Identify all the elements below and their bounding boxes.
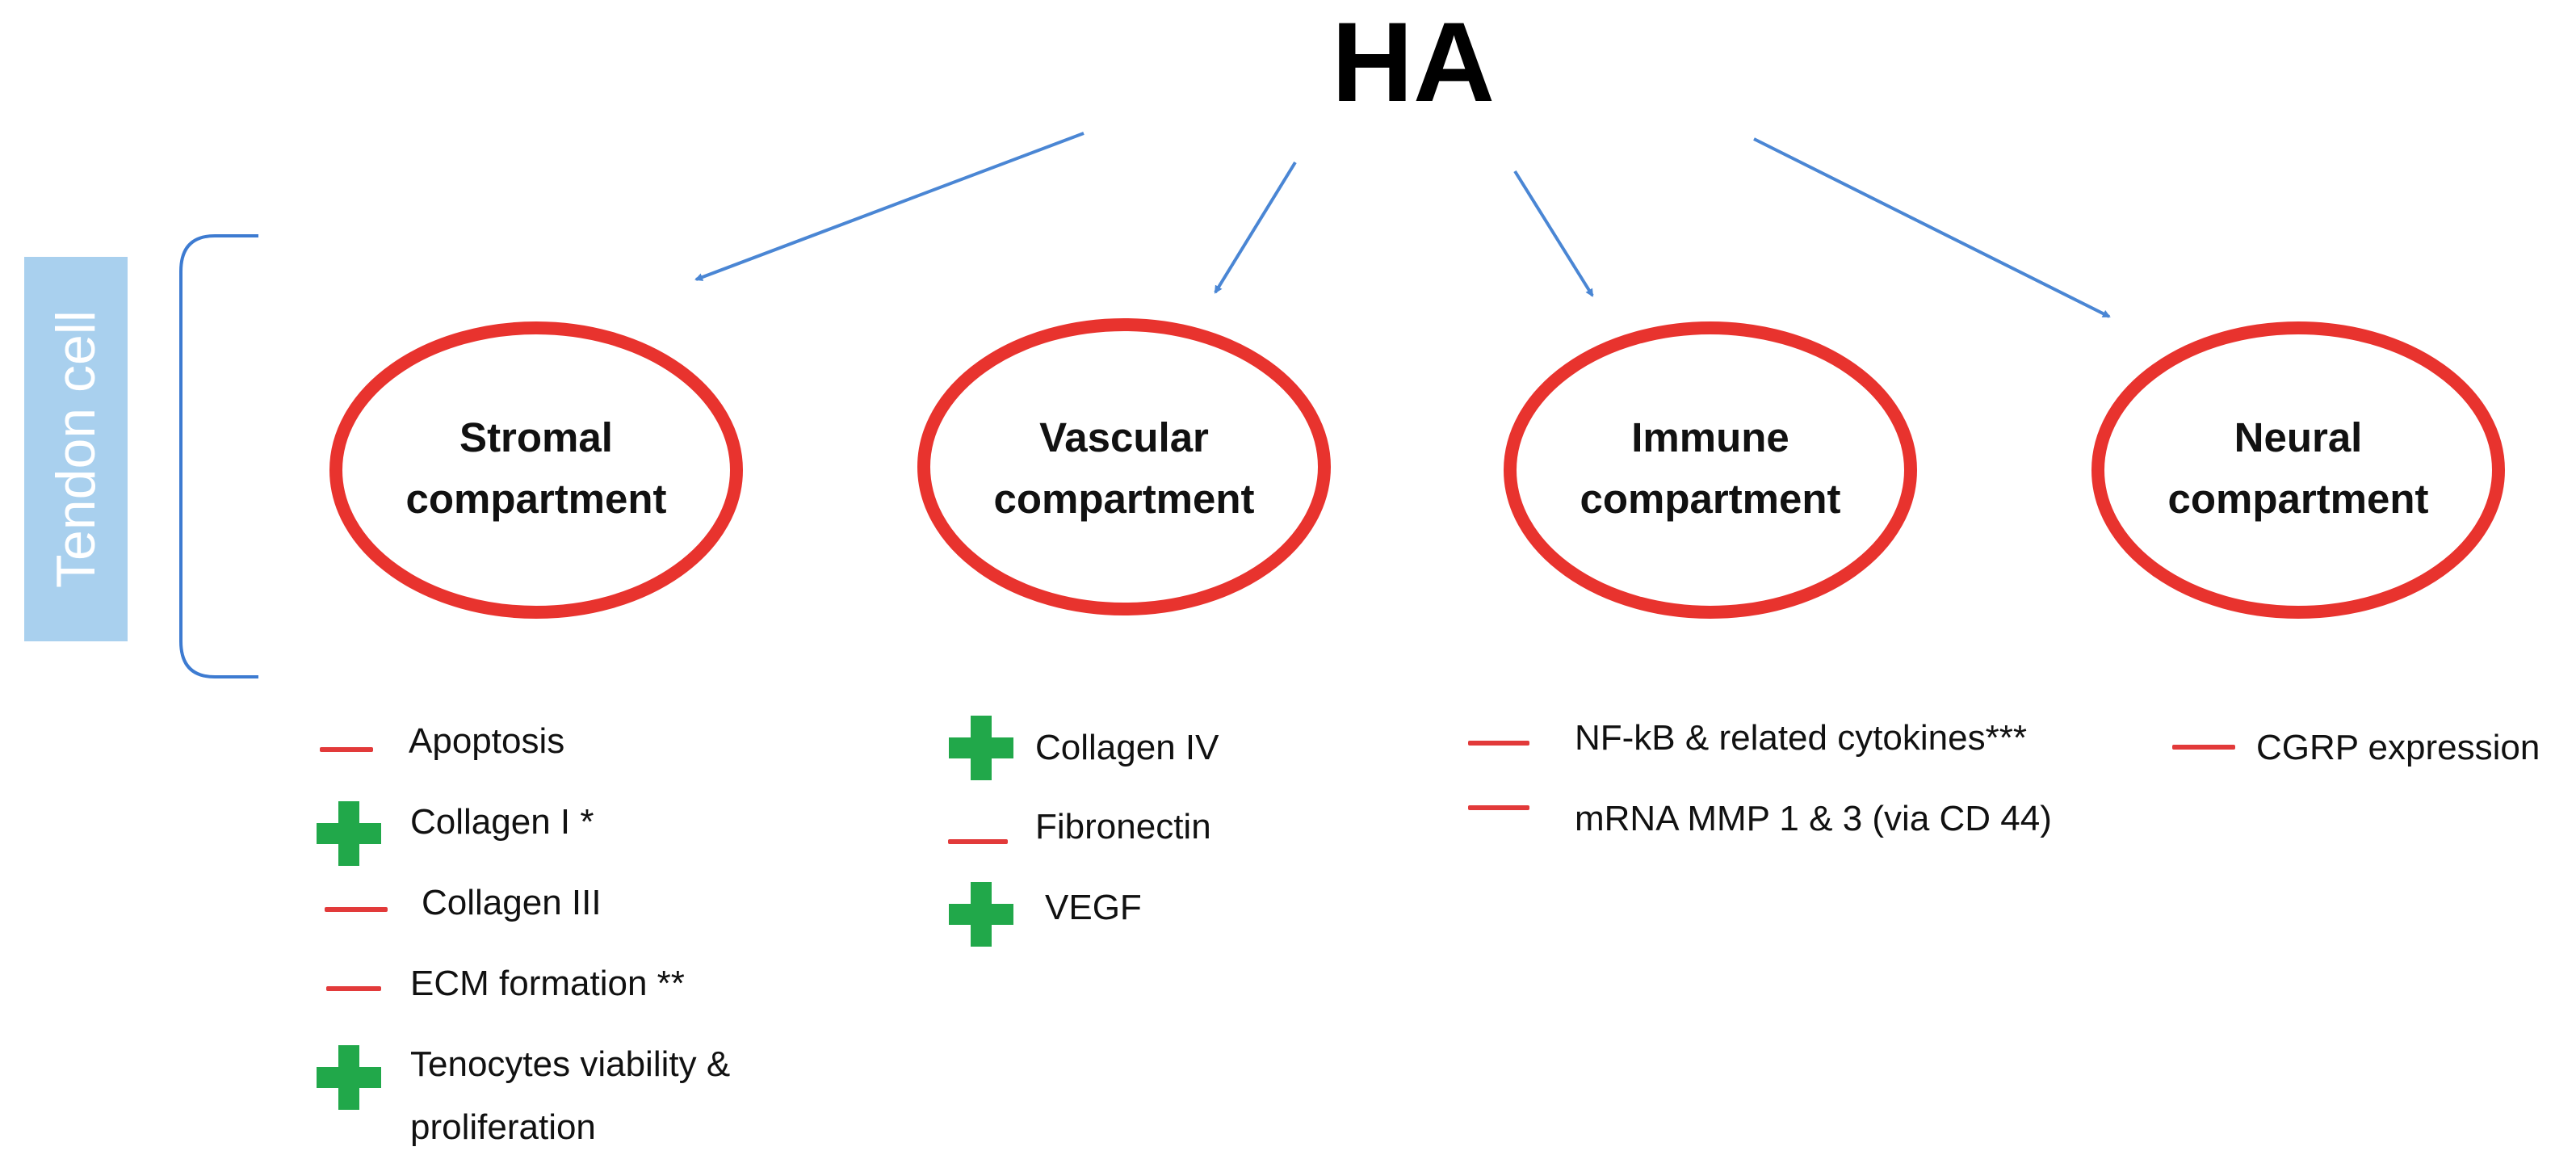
minus-icon <box>2172 745 2235 750</box>
tendon-cell-label-box <box>24 257 128 641</box>
stromal-compartment-label: Stromal compartment <box>405 414 667 522</box>
vascular-effect-fibronectin: Fibronectin <box>1035 807 1211 846</box>
arrow-to-neural <box>1753 137 2111 318</box>
neural-effect-cgrp: CGRP expression <box>2256 728 2540 767</box>
plus-icon <box>317 1045 381 1110</box>
vascular-effect-vegf: VEGF <box>1045 888 1142 927</box>
stromal-effect-apoptosis: Apoptosis <box>409 721 565 761</box>
plus-icon <box>317 801 381 866</box>
stromal-effect-tenocytes-line2: proliferation <box>410 1107 596 1147</box>
tendon-cell-bracket <box>179 234 258 678</box>
minus-icon <box>1468 805 1529 810</box>
immune-effect-mmp: mRNA MMP 1 & 3 (via CD 44) <box>1575 799 2052 838</box>
stromal-ellipse <box>329 321 743 619</box>
plus-icon <box>949 882 1013 947</box>
minus-icon <box>325 907 388 912</box>
arrow-to-vascular <box>1214 161 1297 294</box>
neural-compartment-label: Neural compartment <box>2167 414 2429 522</box>
vascular-compartment-label: Vascular compartment <box>993 414 1255 522</box>
arrow-to-immune <box>1513 170 1594 297</box>
minus-icon <box>948 839 1008 844</box>
minus-icon <box>1468 741 1529 746</box>
stromal-effect-collagen-i: Collagen I * <box>410 802 594 842</box>
stromal-effect-ecm: ECM formation ** <box>410 964 685 1003</box>
stromal-effect-tenocytes: Tenocytes viability & <box>410 1044 731 1084</box>
minus-icon <box>326 986 381 991</box>
vascular-effect-collagen-iv: Collagen IV <box>1035 728 1219 767</box>
vascular-ellipse <box>917 318 1331 615</box>
immune-compartment-label: Immune compartment <box>1580 414 1841 522</box>
minus-icon <box>320 747 373 752</box>
diagram-title: HA <box>1331 0 1496 125</box>
immune-ellipse <box>1504 321 1917 619</box>
tendon-cell-label: Tendon cell <box>45 309 107 589</box>
arrow-to-stromal <box>694 132 1085 281</box>
neural-ellipse <box>2091 321 2505 619</box>
immune-effect-nfkb: NF-kB & related cytokines*** <box>1575 718 2027 758</box>
plus-icon <box>949 716 1013 780</box>
stromal-effect-collagen-iii: Collagen III <box>422 883 602 922</box>
